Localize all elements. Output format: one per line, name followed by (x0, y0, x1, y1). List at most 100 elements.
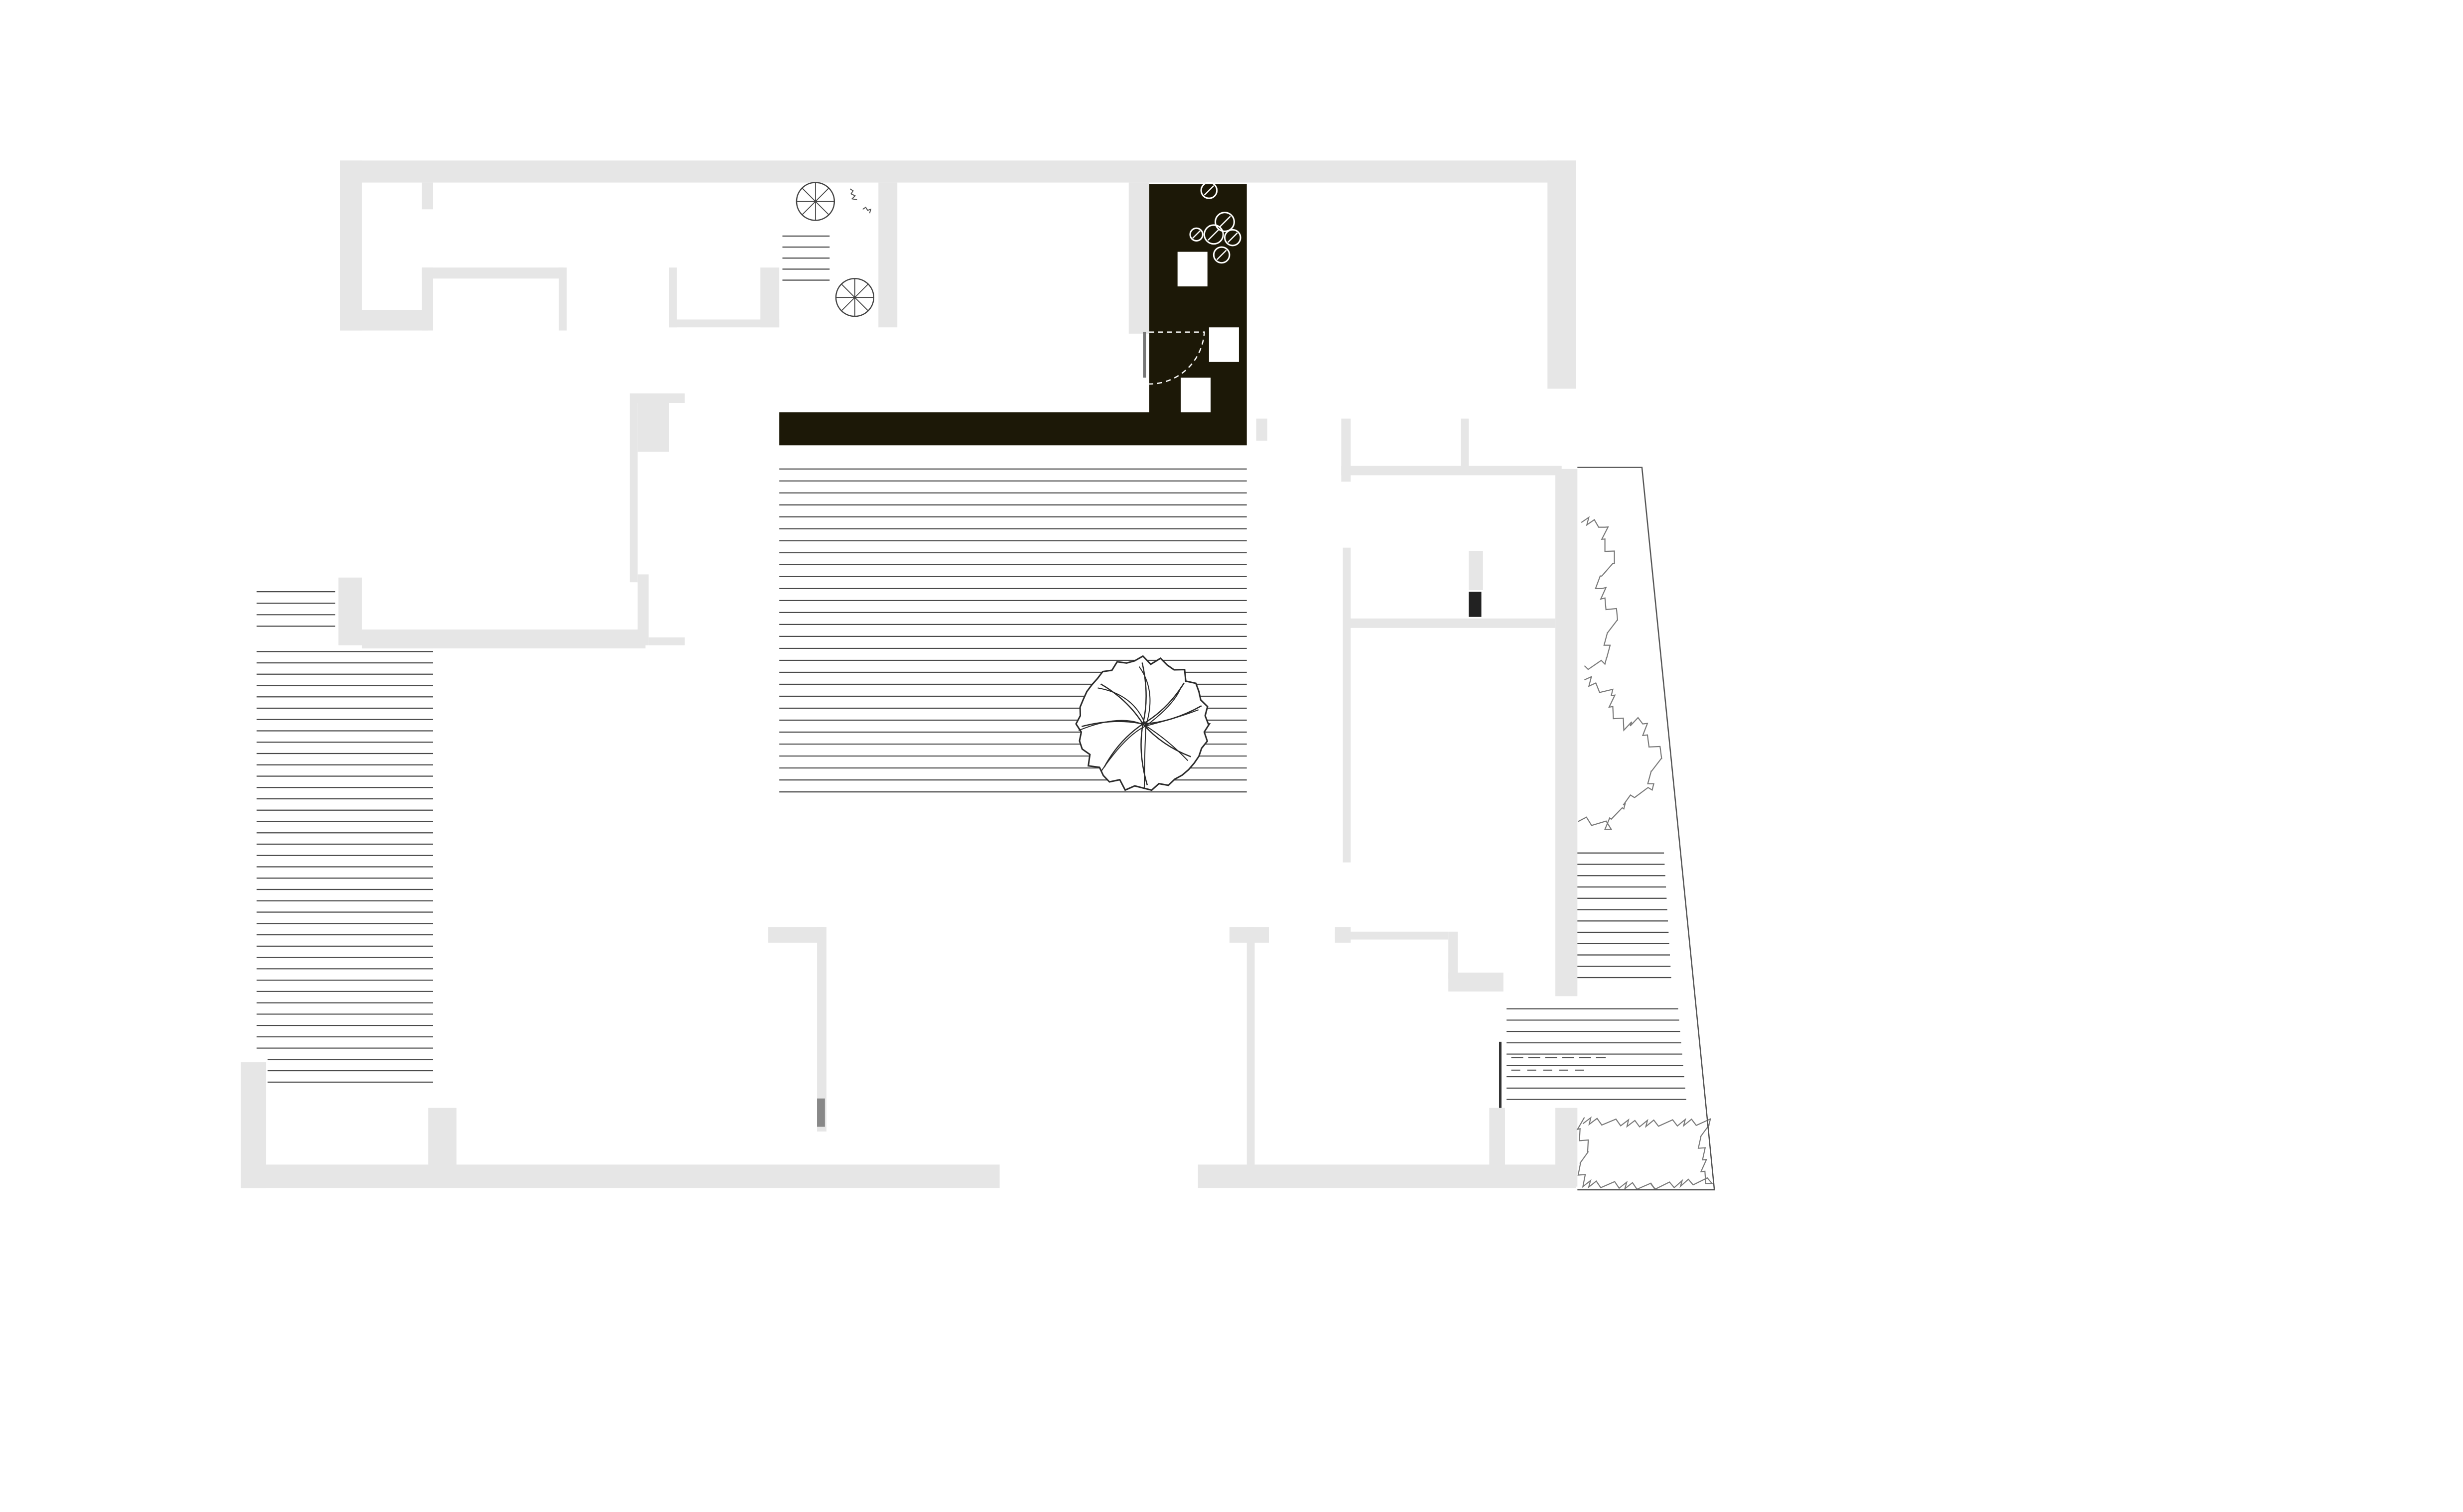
wall-segment (817, 927, 826, 1132)
tree-branch (1097, 687, 1147, 726)
tree-branch (1138, 666, 1151, 726)
wall-segment (630, 393, 685, 403)
wall-segment (1335, 931, 1449, 940)
shrub-spoke (841, 297, 855, 311)
leaf-vein (1227, 232, 1238, 243)
decking-group (257, 235, 1686, 1108)
tree-branch (1140, 724, 1148, 785)
wall-segment (1343, 547, 1351, 863)
stepping-stone (1209, 327, 1239, 362)
leaf-icon (1203, 224, 1224, 245)
wall-segment (1547, 160, 1576, 389)
wall-segment (1128, 182, 1149, 334)
tree-branch (1141, 662, 1147, 724)
wall-segment (1246, 927, 1255, 1171)
wall-segment (1555, 1108, 1578, 1187)
wall-segment (1489, 1108, 1505, 1171)
tree-branch (1081, 721, 1143, 727)
wall-segment (1448, 931, 1458, 979)
hedge-planting (1576, 1116, 1713, 1190)
shrub-spoke (854, 297, 869, 311)
wall-segment (340, 310, 428, 331)
wall-segment (760, 267, 780, 328)
wall-segment (421, 182, 433, 210)
door-jamb (817, 1098, 825, 1127)
wall-segment (878, 182, 898, 328)
wall-segment (1343, 618, 1556, 628)
wall-segment (630, 393, 638, 583)
planter-lines (782, 235, 830, 281)
east-decking-upper (1577, 852, 1671, 979)
tree-branch (1100, 725, 1146, 772)
leaf-vein (1204, 185, 1215, 196)
wall-segment (241, 1164, 1000, 1188)
small-shrub (796, 182, 835, 221)
small-leaf (849, 188, 857, 201)
small-shrub (835, 278, 875, 317)
wall-segment (637, 574, 649, 645)
hedge-planting (1581, 516, 1619, 670)
door-swing (1149, 331, 1205, 385)
wall-segment (558, 267, 567, 331)
dark-post (1469, 592, 1482, 617)
wall-segment (1256, 418, 1267, 441)
wall-segment (1198, 1164, 1576, 1188)
east-decking-lower (1506, 1008, 1686, 1100)
leaf-vein (1219, 216, 1231, 228)
wall-segment (421, 267, 433, 331)
shrub-spoke (841, 283, 855, 298)
wall-segment (338, 577, 362, 645)
wall-segment (362, 642, 433, 648)
wall-segment (1448, 972, 1504, 992)
boundary-line (1577, 467, 1715, 1191)
wall-segment (428, 1108, 457, 1171)
leaf-icon (1215, 212, 1235, 233)
wall-segment (669, 267, 677, 328)
wall-segment (340, 160, 362, 331)
west-decking (257, 651, 433, 1083)
leaf-vein (1208, 228, 1220, 241)
shrub-spoke (802, 188, 816, 202)
leaf-vein (1216, 250, 1227, 260)
hedge-planting (1578, 675, 1662, 830)
wall-segment (421, 267, 564, 279)
shrub-spoke (815, 201, 829, 215)
tree-branch (1142, 723, 1191, 757)
leaf-icon (1200, 182, 1218, 199)
stepping-stone (1181, 378, 1211, 412)
stepping-stone (1177, 252, 1208, 287)
wall-segment (648, 637, 685, 645)
courtyard-decking (779, 468, 1247, 793)
wall-segment (637, 401, 669, 452)
wall-segment (669, 319, 780, 328)
vegetation-group (796, 182, 1713, 1190)
tree-branch (1078, 720, 1146, 731)
dark-l-shaped-pool (779, 182, 1247, 446)
leaf-vein (1192, 230, 1201, 239)
leaf-icon (1213, 246, 1231, 264)
west-decking-top (257, 591, 336, 627)
east-boundary-outline (1577, 467, 1715, 1191)
shrub-spoke (854, 283, 869, 298)
pool-fill (779, 184, 1247, 446)
wall-segment (1469, 551, 1483, 590)
wall-segment (1461, 418, 1469, 469)
wall-segment (1229, 927, 1269, 943)
shrub-spoke (802, 201, 816, 215)
shrub-spoke (815, 188, 829, 202)
small-leaf (862, 206, 872, 214)
wall-segment (1555, 469, 1578, 997)
tree-branch (1143, 726, 1147, 789)
tree-branch (1145, 725, 1189, 761)
leaf-icon (1189, 227, 1204, 242)
tree-branch (1145, 686, 1182, 727)
tree-branch (1145, 709, 1199, 727)
wall-segments (241, 160, 1578, 1188)
wall-segment (1341, 466, 1562, 476)
wall-segment (340, 160, 1576, 183)
large-tree (1075, 655, 1211, 791)
wall-segment (768, 927, 825, 943)
tree-branch (1100, 683, 1144, 725)
